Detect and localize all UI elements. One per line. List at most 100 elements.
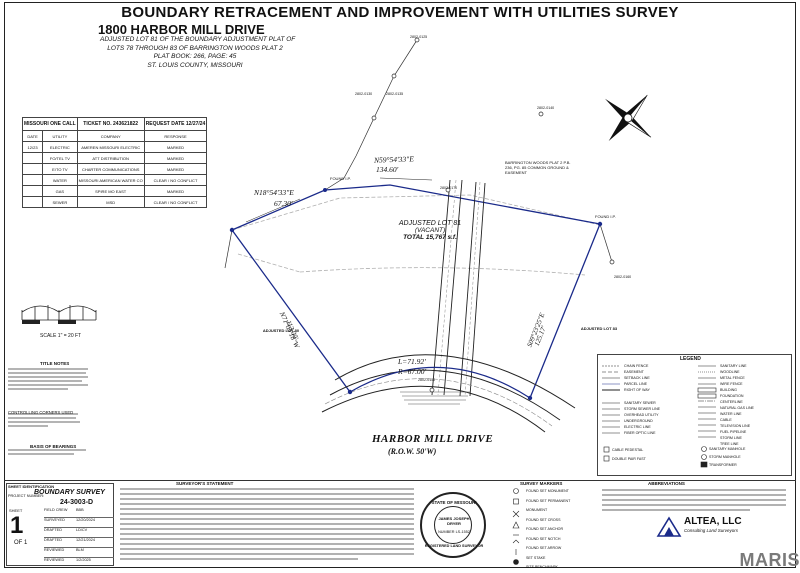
legend-item: CABLE [720, 418, 732, 422]
legend-item: WOODLINE [720, 370, 740, 374]
marker-item: SET STAKE [526, 554, 586, 564]
marker-item: FOUND SET ARROW [526, 544, 586, 554]
seal-number: NUMBER LS-1552 [436, 530, 472, 534]
curve-length: L=71.92' [398, 357, 426, 366]
legend-item: FIBER OPTIC LINE [624, 431, 656, 435]
bearing-north: N59°54'33"E [374, 154, 414, 164]
manhole-label: 2802-0170 [440, 186, 457, 190]
legend-item: FOUNDATION [720, 394, 744, 398]
watermark: MARIS [740, 550, 800, 571]
legend-item: SANITARY SEWER [624, 401, 656, 405]
legend-item: METAL FENCE [720, 376, 745, 380]
distance-northwest: 67.30' [274, 199, 292, 208]
manhole-label: 2802-0140 [537, 106, 554, 110]
lot-label: ADJUSTED LOT 81 [370, 220, 490, 227]
legend-symbol-label: CABLE PEDESTAL [612, 448, 643, 452]
seal-registration: REGISTERED LAND SURVEYOR [424, 544, 484, 548]
company-tagline: Consulting Land Surveyors [684, 528, 738, 533]
sheet-row-label: DRAFTED [44, 528, 76, 537]
legend-item: RIGHT OF WAY [624, 388, 650, 392]
sheet-row-value: 1/2/2025 [76, 558, 91, 567]
legend-item: NATURAL GAS LINE [720, 406, 754, 410]
legend-item: FUEL PIPELINE [720, 430, 746, 434]
surveyor-seal: STATE OF MISSOURI JAMES JOSEPH DRYER NUM… [420, 492, 486, 558]
manhole-label: 2802-0135 [386, 92, 403, 96]
legend-item: BUILDING [720, 388, 737, 392]
legend-symbol-label: SANITARY MANHOLE [709, 447, 745, 451]
adjacent-lot-80: ADJUSTED LOT 80 [256, 328, 306, 333]
project-number-label: PROJECT NUMBER: [8, 494, 44, 498]
legend-item: TREE LINE [720, 442, 739, 446]
curve-radius: R=67.00' [398, 367, 426, 376]
manhole-label: 2802-0150 [418, 378, 435, 382]
sheet-row-value: LD/CV [76, 528, 87, 537]
seal-state: STATE OF MISSOURI [426, 500, 482, 505]
survey-marker-symbols [510, 487, 524, 567]
marker-item: FOUND SET CROSS [526, 516, 586, 526]
survey-type: BOUNDARY SURVEY [34, 489, 105, 496]
seal-name: JAMES JOSEPH DRYER [436, 516, 472, 526]
sheet-number: 1 [10, 512, 23, 540]
right-of-way-width: (R.O.W. 50'W) [388, 447, 436, 456]
sheet-row-label: SURVEYED [44, 518, 76, 527]
legend-item: TELEVISION LINE [720, 424, 750, 428]
sheet-of: OF 1 [14, 540, 27, 546]
legend-title: LEGEND [680, 356, 701, 362]
legend-item: WIRE FENCE [720, 382, 743, 386]
common-ground-label: BARRINGTON WOODS PLAT 2 P.B. 236, PG. 85… [505, 160, 577, 175]
abbreviation-text-lines [600, 487, 790, 513]
project-number: 24-3003-D [60, 499, 93, 506]
legend-item: PARCEL LINE [624, 382, 647, 386]
distance-north: 134.60' [376, 165, 398, 174]
sheet-row-label: FIELD CREW [44, 508, 76, 517]
legend-item: SETBACK LINE [624, 376, 650, 380]
legend-item: SANITARY LINE [720, 364, 747, 368]
lot-area: TOTAL 15,767 s.f. [370, 234, 490, 241]
survey-marker-list: FOUND SET MONUMENT FOUND SET PERMANENT M… [526, 487, 586, 573]
manhole-label: 2802-0125 [410, 35, 427, 39]
bearing-northwest: N18°54'33"E [254, 188, 294, 197]
marker-item: FOUND SET ANCHOR [526, 525, 586, 535]
legend-item: WATER LINE [720, 412, 742, 416]
legend-symbol-label: TRANSFORMER [709, 463, 737, 467]
company-name: ALTEA, LLC [684, 516, 742, 527]
legend-item: CENTERLINE [720, 400, 743, 404]
found-ip-label: FOUND I.P. [330, 176, 351, 181]
sheet-row-value: BLM [76, 548, 84, 557]
street-name: HARBOR MILL DRIVE [372, 433, 493, 445]
marker-item: FOUND SET NOTCH [526, 535, 586, 545]
legend-item: UNDERGROUND [624, 419, 653, 423]
legend-item: ELECTRIC LINE [624, 425, 651, 429]
sheet-row-label: DRAFTED [44, 538, 76, 547]
manhole-label: 2802-0160 [614, 275, 631, 279]
legend-item: CHAIN FENCE [624, 364, 648, 368]
legend-item: STORM SEWER LINE [624, 407, 660, 411]
statement-text-lines [118, 486, 418, 566]
legend-item: OVERHEAD UTILITY [624, 413, 659, 417]
sheet-row-value: 12/20/2024 [76, 518, 95, 527]
marker-item: FOUND SET MONUMENT [526, 487, 586, 497]
lot-label-block: ADJUSTED LOT 81 (VACANT) TOTAL 15,767 s.… [370, 220, 490, 241]
sheet-row-label: REVIEWED [44, 558, 76, 567]
sheet-row-label: REVIEWED [44, 548, 76, 557]
sheet-row-value: 12/21/2024 [76, 538, 95, 547]
found-ip-label: FOUND I.P. [595, 214, 616, 219]
legend-item: STORM LINE [720, 436, 742, 440]
manhole-label: 2802-0130 [355, 92, 372, 96]
marker-item: SITE BENCHMARK [526, 563, 586, 573]
abbreviations-title: ABBREVIATIONS [648, 481, 685, 486]
company-logo-icon [656, 516, 682, 538]
legend-symbol-label: STORM MANHOLE [709, 455, 741, 459]
sheet-row-value: BBB [76, 508, 84, 517]
lot-status: (VACANT) [370, 227, 490, 234]
legend-item: EASEMENT [624, 370, 644, 374]
survey-markers-title: SURVEY MARKERS [520, 481, 562, 486]
legend-symbol-label: DOUBLE PAIR FAST [612, 457, 646, 461]
adjacent-lot-83: ADJUSTED LOT 83 [574, 326, 624, 331]
